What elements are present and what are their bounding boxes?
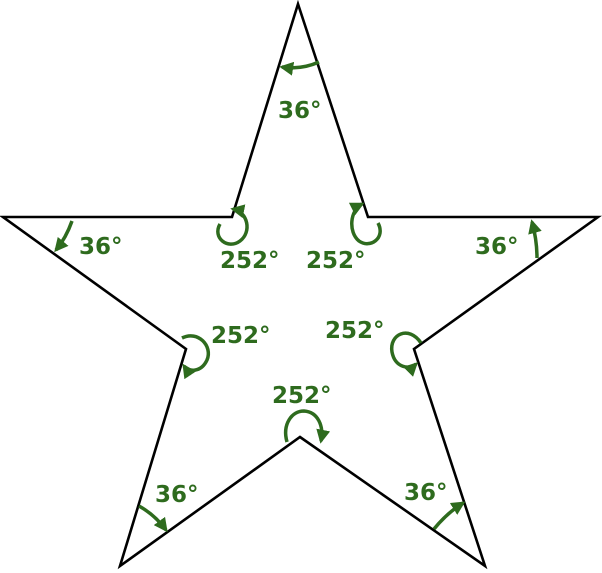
angle-arc-bottom (284, 409, 331, 444)
angle-label-left: 36° (79, 234, 123, 260)
angle-label-upper-left: 252° (220, 248, 280, 274)
angle-label-middle-right: 252° (325, 318, 385, 344)
angle-arc-bottom-right (432, 501, 466, 531)
angle-arc-left (54, 220, 74, 253)
angle-label-top: 36° (278, 98, 322, 124)
angle-label-upper-right: 252° (306, 248, 366, 274)
angle-arc-upper-right (348, 202, 382, 246)
angle-label-bottom-left: 36° (155, 482, 199, 508)
angle-label-right: 36° (475, 234, 519, 260)
angle-arc-top (279, 60, 320, 76)
angle-arc-middle-left (181, 334, 211, 380)
angle-label-bottom-right: 36° (404, 480, 448, 506)
angle-arc-upper-left (216, 204, 249, 246)
angle-arc-right (528, 219, 542, 259)
angle-label-bottom: 252° (272, 383, 332, 409)
angle-arc-bottom-left (138, 504, 168, 533)
angle-arc-middle-right (390, 331, 423, 377)
angle-label-middle-left: 252° (211, 323, 271, 349)
